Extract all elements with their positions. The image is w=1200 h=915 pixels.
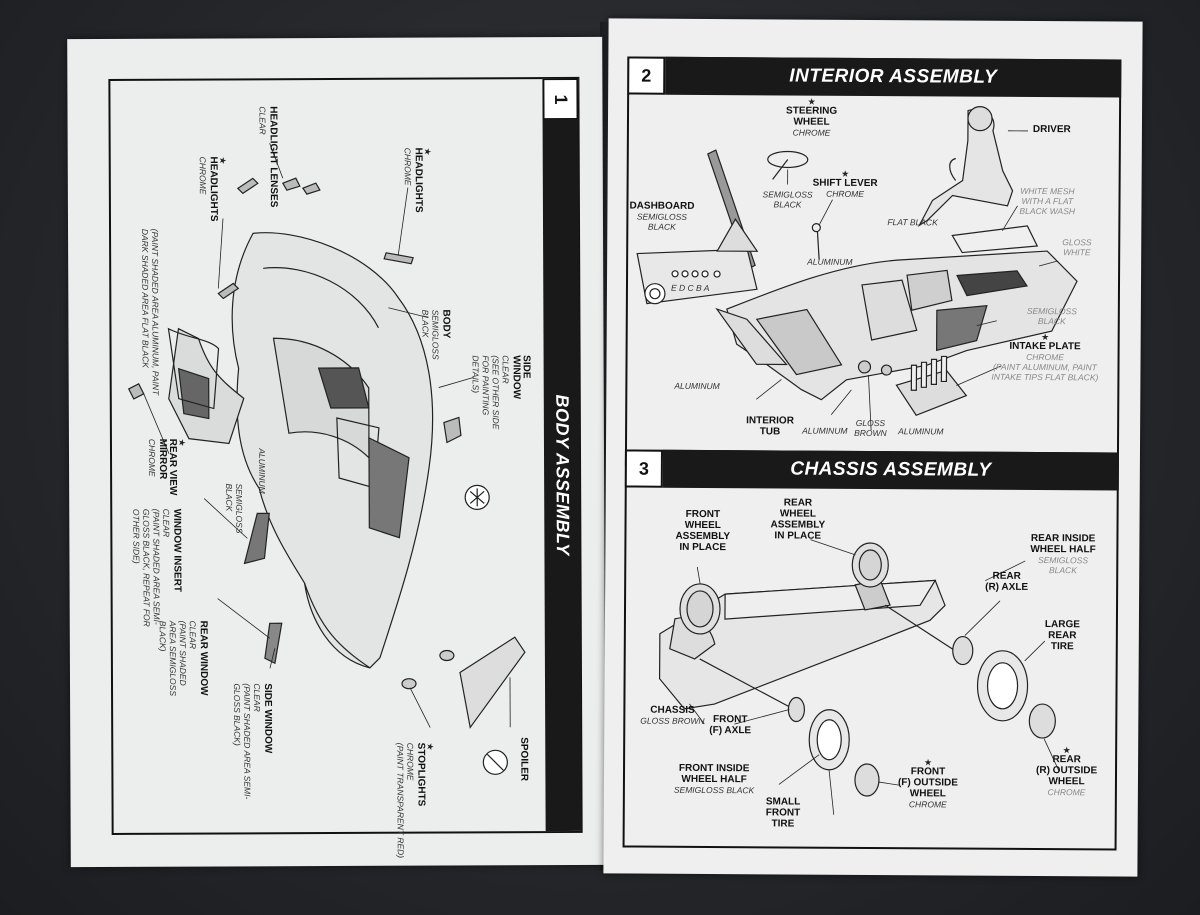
step-number: 1 [550,93,571,105]
stoplight-part [401,678,417,690]
spoiler-part [459,636,526,729]
step-number-box: 1 [542,77,579,121]
label-aluminum-plate: ALUMINUM [898,426,944,437]
instruction-page-right: 2 INTERIOR ASSEMBLY [603,18,1143,877]
label-flat-black: FLAT BLACK [887,217,938,228]
body-assembly-diagram [127,143,526,775]
headlight-part-left [217,282,240,300]
label-driver: DRIVER [1032,123,1071,136]
front-outside-wheel [854,763,880,797]
instruction-page-left: 1 BODY ASSEMBLY [67,36,606,868]
label-aluminum: ALUMINUM [256,448,268,494]
label-spoiler: SPOILER [518,737,530,782]
label-gauge-letters: E D C B A [670,282,710,293]
window-insert-part [167,327,220,410]
step-number-box: 3 [624,449,663,488]
rear-inside-wheel-half [952,635,974,666]
label-front-axle: FRONT(F) AXLE [709,714,752,737]
driver-figure [917,108,1014,227]
section-title: BODY ASSEMBLY [552,394,573,556]
interior-assembly-diagram [636,106,1078,815]
section-title-bar: CHASSIS ASSEMBLY [662,449,1119,491]
label-aluminum-left: ALUMINUM [674,380,720,392]
side-window-part [243,512,270,565]
shift-lever-part [816,229,820,260]
label-rear-axle: REAR(R) AXLE [985,570,1029,593]
label-aluminum-tub: ALUMINUM [802,425,848,436]
headlight-part-right [383,252,414,265]
steering-wheel-part [767,150,809,169]
section-title-bar: BODY ASSEMBLY [542,118,582,832]
label-aluminum-center: ALUMINUM [807,256,853,267]
rear-window-part [264,622,283,665]
rear-outside-wheel [1028,703,1056,739]
